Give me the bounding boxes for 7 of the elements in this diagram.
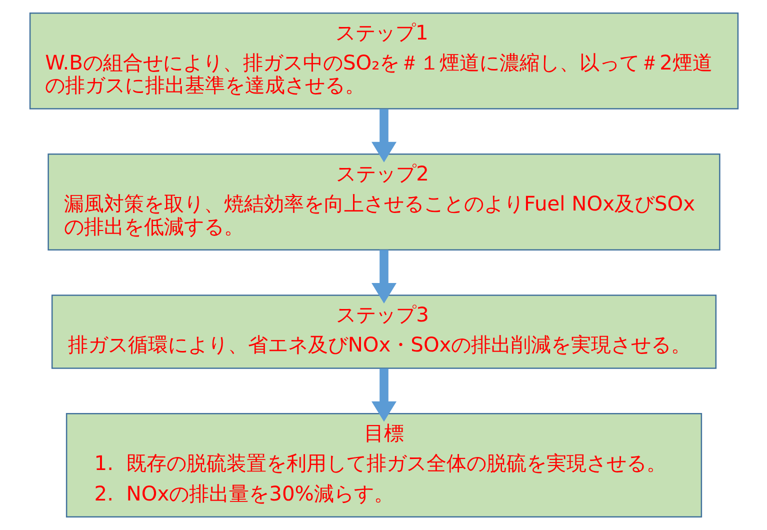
arrow: [371, 109, 396, 162]
arrow: [371, 250, 396, 304]
node-box: ステップ3 排ガス循環により、省エネ及びNOx・SOxの排出削減を実現させる。: [50, 294, 716, 369]
arrow: [371, 368, 396, 422]
node-box: 目標 1. 既存の脱硫装置を利用して排ガス全体の脱硫を実現させる。 2. NOxの排出量を30%減らす。: [65, 413, 702, 518]
node-box: ステップ1 W.Bの組合せにより、排ガス中のSO₂を＃１煙道に濃縮し、以って＃2煙道の排ガスに排出基準を達成させる。: [28, 12, 738, 110]
node-box: ステップ2 漏風対策を取り、焼結効率を向上させることのよりFuel NOx及びSOxの排出を低減する。: [47, 154, 720, 251]
